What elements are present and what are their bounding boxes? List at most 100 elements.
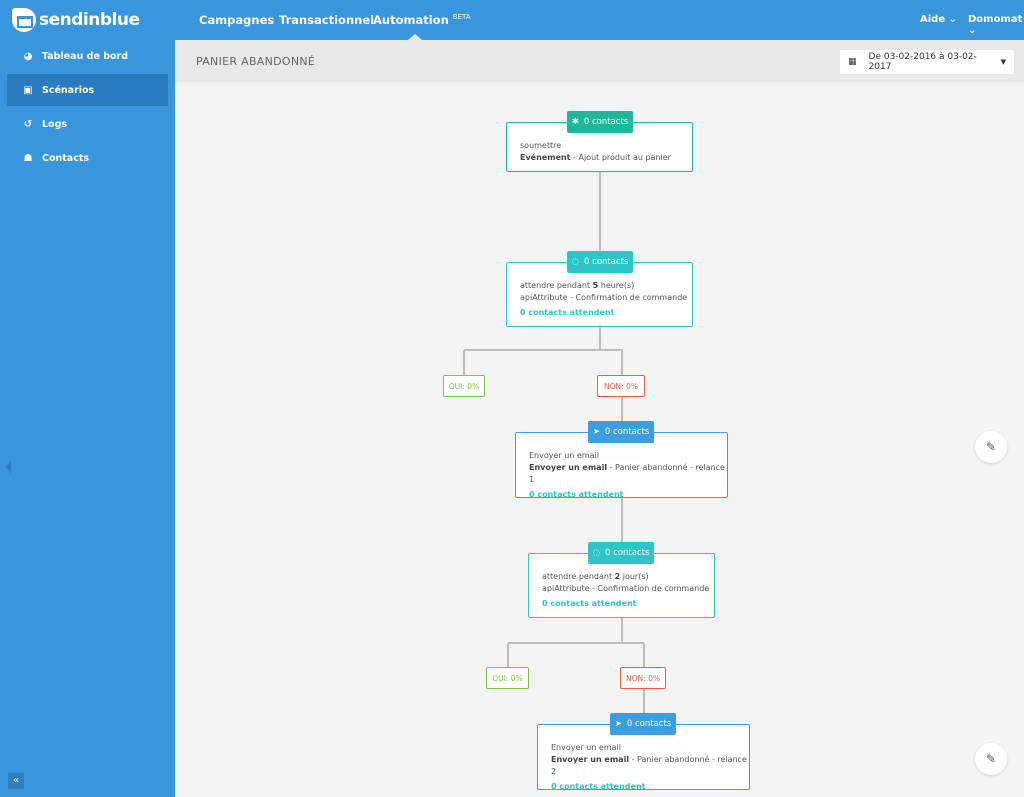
paper-plane-icon: ➤ [592, 427, 600, 437]
connector-line [463, 350, 465, 375]
top-bar: sendinblue Campagnes Transactionnel Auto… [0, 0, 1024, 40]
page-header: PANIER ABANDONNÉ ▦De 03-02-2016 à 03-02-… [175, 40, 1024, 82]
connector-line [643, 643, 645, 667]
spinner-icon: ◌ [592, 548, 601, 558]
sidebar: ◕ Tableau de bord ▣Scénarios ↺ Logs ☗ Conta… [0, 40, 175, 797]
logo[interactable]: sendinblue [12, 8, 140, 32]
connector-line [643, 689, 645, 724]
step-detail-text: - Panier abandonné - relance 2 [551, 755, 747, 776]
step-detail: Evénement - Ajout produit au panier [520, 152, 692, 164]
pencil-icon: ✎ [985, 752, 997, 766]
chevron-down-icon: ⌄ [968, 25, 977, 36]
users-icon: ☗ [23, 152, 33, 164]
sidebar-item-scenarios[interactable]: ▣Scénarios [7, 74, 168, 106]
calendar-icon: ▦ [848, 57, 857, 67]
connector-line [621, 618, 623, 643]
account-menu[interactable]: Domomat ⌄ [968, 14, 1024, 36]
date-range-value: De 03-02-2016 à 03-02-2017 [868, 52, 977, 72]
help-label: Aide [920, 14, 946, 25]
date-range-picker[interactable]: ▦ De 03-02-2016 à 03-02-2017 ▼ [840, 50, 1014, 74]
wait-duration: attendre pendant 2 jour(s) [542, 571, 714, 583]
step-detail: Envoyer un email - Panier abandonné - re… [529, 462, 727, 486]
sidebar-item-contacts[interactable]: ☗ Contacts [7, 142, 168, 174]
sidebar-item-label: Logs [42, 118, 68, 130]
nav-campagnes[interactable]: Campagnes [199, 13, 275, 27]
paper-plane-icon: ➤ [614, 719, 622, 729]
caret-down-icon: ▼ [1000, 58, 1006, 66]
wait-duration: attendre pendant 5 heure(s) [520, 280, 692, 292]
step-type: soumettre [520, 141, 562, 150]
contacts-count-badge[interactable]: ✱ 0 contacts [567, 111, 633, 133]
edit-button[interactable]: ✎ [975, 431, 1007, 463]
main-content: PANIER ABANDONNÉ ▦De 03-02-2016 à 03-02-… [175, 40, 1024, 797]
step-detail-strong: Envoyer un email [529, 463, 608, 472]
contacts-waiting-link[interactable]: 0 contacts attendent [542, 599, 637, 608]
contacts-count-badge[interactable]: ◌ 0 contacts [567, 251, 633, 273]
connector-line [621, 397, 623, 432]
help-menu[interactable]: Aide ⌄ [920, 14, 957, 25]
edit-button[interactable]: ✎ [975, 743, 1007, 775]
wait-amount: 5 [592, 281, 599, 290]
step-detail-text: - Panier abandonné - relance 1 [529, 463, 725, 484]
wait-step-node[interactable]: attendre pendant 2 jour(s)apiAttribute -… [528, 553, 715, 618]
connector-line [599, 172, 601, 262]
play-square-icon: ▣ [23, 84, 33, 96]
contacts-count: 0 contacts [583, 117, 629, 127]
contacts-count: 0 contacts [605, 548, 650, 558]
dashboard-icon: ◕ [23, 50, 33, 62]
wait-unit: jour(s) [620, 572, 649, 581]
connector-line [599, 327, 601, 350]
contacts-count: 0 contacts [584, 257, 629, 267]
no-branch-label[interactable]: NON: 0% [620, 667, 666, 689]
wait-condition: apiAttribute - Confirmation de commande [542, 584, 710, 593]
nav-transactionnel[interactable]: Transactionnel [279, 13, 375, 27]
step-detail-text: - Ajout produit au panier [570, 153, 671, 162]
wait-condition: apiAttribute - Confirmation de commande [520, 293, 688, 302]
connector-line [464, 349, 623, 351]
beta-label: BETA [452, 13, 471, 22]
wait-prefix: attendre pendant [520, 281, 593, 290]
step-type: Envoyer un email [551, 743, 621, 752]
contacts-count: 0 contacts [604, 427, 650, 437]
active-nav-indicator [408, 34, 422, 40]
logo-icon [12, 8, 36, 32]
contacts-count: 0 contacts [626, 719, 672, 729]
nav-automation[interactable]: Automation BETA [373, 13, 471, 27]
sidebar-item-label: Contacts [42, 152, 90, 164]
sidebar-toggle-handle[interactable] [6, 460, 11, 474]
logo-text: sendinblue [39, 10, 140, 30]
connector-line [507, 643, 509, 667]
wait-prefix: attendre pendant [542, 572, 615, 581]
connector-line [621, 498, 623, 553]
no-branch-label[interactable]: NON: 0% [597, 375, 645, 397]
connector-line [508, 642, 644, 644]
wait-amount: 2 [614, 572, 621, 581]
step-detail-strong: Envoyer un email [551, 755, 630, 764]
account-label: Domomat [968, 14, 1023, 25]
wait-unit: heure(s) [598, 281, 635, 290]
contacts-count-badge[interactable]: ➤ 0 contacts [610, 713, 676, 735]
spinner-icon: ◌ [571, 257, 580, 267]
sidebar-item-dashboard[interactable]: ◕ Tableau de bord [7, 40, 168, 72]
connector-line [621, 350, 623, 375]
step-detail: Envoyer un email - Panier abandonné - re… [551, 754, 749, 778]
sidebar-item-logs[interactable]: ↺ Logs [7, 108, 168, 140]
step-detail-strong: Evénement [520, 153, 571, 162]
contacts-count-badge[interactable]: ➤ 0 contacts [588, 421, 654, 443]
nav-automation-label: Automation [373, 13, 449, 27]
asterisk-icon: ✱ [571, 117, 579, 127]
collapse-sidebar-button[interactable]: « [8, 773, 24, 789]
yes-branch-label[interactable]: OUI: 0% [443, 375, 485, 397]
contacts-waiting-link[interactable]: 0 contacts attendent [529, 490, 624, 499]
yes-branch-label[interactable]: OUI: 0% [486, 667, 529, 689]
contacts-count-badge[interactable]: ◌ 0 contacts [588, 542, 654, 564]
contacts-waiting-link[interactable]: 0 contacts attendent [551, 782, 646, 791]
contacts-waiting-link[interactable]: 0 contacts attendent [520, 308, 615, 317]
sidebar-item-label: Tableau de bord [42, 50, 129, 62]
step-type: Envoyer un email [529, 451, 599, 460]
pencil-icon: ✎ [985, 440, 997, 454]
history-icon: ↺ [23, 118, 33, 130]
